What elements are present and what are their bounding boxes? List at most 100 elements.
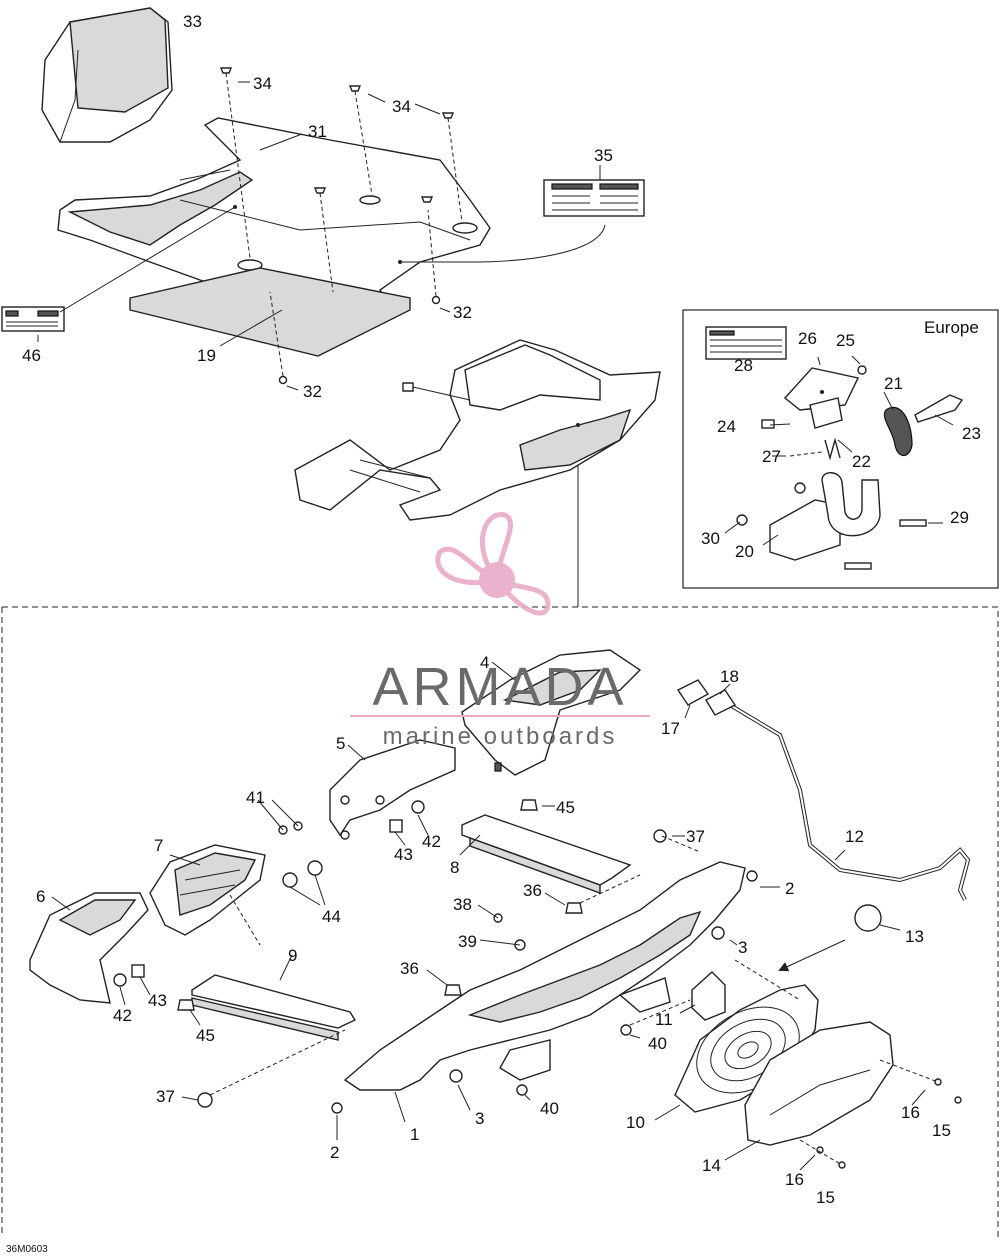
callout-45: 45 bbox=[196, 1026, 215, 1045]
callout-37: 37 bbox=[156, 1087, 175, 1106]
callout-44: 44 bbox=[322, 907, 341, 926]
callout-1: 1 bbox=[410, 1125, 419, 1144]
part-8-rail bbox=[461, 814, 632, 894]
part-13-bulb bbox=[854, 904, 882, 932]
doc-id: 36M0603 bbox=[6, 1244, 48, 1255]
europe-inset-frame bbox=[682, 309, 999, 589]
armada-logo bbox=[435, 512, 551, 616]
callout-37: 37 bbox=[686, 827, 705, 846]
part-7-bracket bbox=[149, 844, 266, 936]
callout-34: 34 bbox=[392, 97, 411, 116]
callout-10: 10 bbox=[626, 1113, 645, 1132]
callout-11: 11 bbox=[655, 1010, 673, 1029]
callout-45: 45 bbox=[556, 798, 575, 817]
callout-32: 32 bbox=[453, 303, 472, 322]
part-29-bolt-2 bbox=[844, 562, 872, 570]
part-21-latch bbox=[883, 394, 964, 457]
callout-7: 7 bbox=[154, 836, 163, 855]
watermark-brand: ARMADA bbox=[372, 657, 627, 717]
part-35-decal bbox=[543, 179, 645, 217]
part-18-connector bbox=[705, 689, 737, 716]
callout-3: 3 bbox=[738, 938, 747, 957]
callout-2: 2 bbox=[330, 1143, 339, 1162]
lower-assembly-frame bbox=[1, 606, 999, 1237]
part-19-pad bbox=[129, 267, 411, 357]
part-1-main-console bbox=[343, 861, 746, 1091]
callout-34: 34 bbox=[253, 74, 272, 93]
callout-25: 25 bbox=[836, 331, 855, 350]
callout-42: 42 bbox=[113, 1006, 132, 1025]
part-9-rail bbox=[191, 974, 357, 1041]
assembled-console-top bbox=[294, 339, 661, 521]
callout-8: 8 bbox=[450, 858, 459, 877]
callout-23: 23 bbox=[962, 424, 981, 443]
watermark-tagline: marine outboards bbox=[383, 723, 618, 750]
callout-3: 3 bbox=[475, 1109, 484, 1128]
callout-24: 24 bbox=[717, 417, 736, 436]
callout-30: 30 bbox=[701, 529, 720, 548]
callout-26: 26 bbox=[798, 329, 817, 348]
callout-42: 42 bbox=[422, 832, 441, 851]
part-28-decal bbox=[705, 326, 787, 360]
callout-19: 19 bbox=[197, 346, 216, 365]
part-24-pin bbox=[761, 419, 775, 429]
callout-16: 16 bbox=[901, 1103, 920, 1122]
part-22-spring bbox=[824, 437, 841, 461]
europe-leaders bbox=[724, 355, 954, 546]
callout-13: 13 bbox=[905, 927, 924, 946]
callout-46: 46 bbox=[22, 346, 41, 365]
part-27-pin bbox=[789, 451, 823, 457]
part-30-nut-2 bbox=[794, 482, 806, 494]
lower-hardware bbox=[113, 799, 962, 1169]
callout-22: 22 bbox=[852, 452, 871, 471]
callout-33: 33 bbox=[183, 12, 202, 31]
callout-15: 15 bbox=[816, 1188, 835, 1207]
callout-17: 17 bbox=[661, 719, 680, 738]
part-14-lens bbox=[744, 1021, 894, 1146]
callout-29: 29 bbox=[950, 508, 969, 527]
part-20-hook-bracket bbox=[769, 472, 881, 561]
part-4-cover bbox=[461, 649, 642, 776]
callout-32: 32 bbox=[303, 382, 322, 401]
callout-12: 12 bbox=[845, 827, 864, 846]
propeller-icon bbox=[435, 512, 551, 616]
part-10-reflector bbox=[674, 984, 819, 1113]
region-label-europe: Europe bbox=[924, 318, 979, 337]
part-29-bolt-1 bbox=[899, 519, 927, 527]
callout-35: 35 bbox=[594, 146, 613, 165]
callout-21: 21 bbox=[884, 374, 903, 393]
part-6-end-cap bbox=[29, 892, 149, 1004]
callout-41: 41 bbox=[246, 788, 265, 807]
callout-39: 39 bbox=[458, 932, 477, 951]
callout-36: 36 bbox=[523, 881, 542, 900]
callout-20: 20 bbox=[735, 542, 754, 561]
callout-40: 40 bbox=[648, 1034, 667, 1053]
callout-2: 2 bbox=[785, 879, 794, 898]
lower-leaders bbox=[51, 661, 939, 1171]
callout-36: 36 bbox=[400, 959, 419, 978]
screws-34 bbox=[219, 67, 463, 293]
screws-32 bbox=[269, 209, 441, 385]
callout-43: 43 bbox=[394, 845, 413, 864]
part-46-decal bbox=[1, 306, 65, 332]
callout-18: 18 bbox=[720, 667, 739, 686]
part-26-plate bbox=[783, 367, 860, 429]
part-17-connector bbox=[676, 679, 710, 706]
callout-4: 4 bbox=[480, 653, 489, 672]
callout-38: 38 bbox=[453, 895, 472, 914]
callout-28: 28 bbox=[734, 356, 753, 375]
callout-6: 6 bbox=[36, 887, 45, 906]
callout-5: 5 bbox=[336, 734, 345, 753]
callout-9: 9 bbox=[288, 946, 297, 965]
callout-16: 16 bbox=[785, 1170, 804, 1189]
part-25-nut bbox=[857, 365, 867, 375]
callout-27: 27 bbox=[762, 447, 781, 466]
callout-14: 14 bbox=[702, 1156, 721, 1175]
callout-40: 40 bbox=[540, 1099, 559, 1118]
part-5-bracket bbox=[329, 739, 456, 840]
part-11-socket bbox=[691, 971, 726, 1021]
part-33-console-cover bbox=[41, 7, 173, 143]
callout-31: 31 bbox=[308, 122, 327, 141]
callout-43: 43 bbox=[148, 991, 167, 1010]
